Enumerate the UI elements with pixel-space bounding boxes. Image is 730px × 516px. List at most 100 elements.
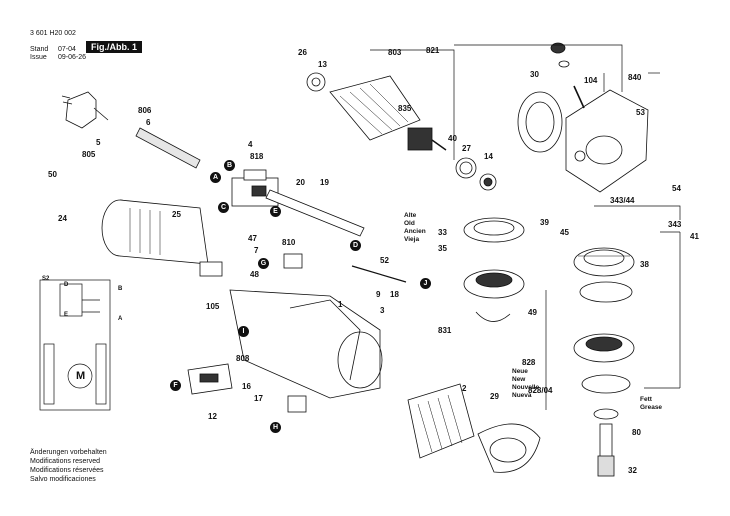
part-number-label: 3 bbox=[380, 306, 385, 315]
part-number-label: 840 bbox=[628, 73, 642, 82]
callout-letter-badge: A bbox=[210, 172, 221, 183]
part-number-label: 54 bbox=[672, 184, 681, 193]
wiring-terminal-label: S2 bbox=[42, 276, 50, 282]
bearing-flange-illustration bbox=[517, 91, 563, 153]
part-number-label: 41 bbox=[690, 232, 699, 241]
gear-housing-illustration bbox=[565, 89, 649, 193]
part-number-label: 18 bbox=[390, 290, 399, 299]
new-version-label: Nueva bbox=[512, 392, 532, 399]
new-version-label: Nouvelle bbox=[512, 384, 540, 391]
ring-27-illustration bbox=[455, 157, 477, 179]
switch-illustration bbox=[231, 169, 279, 207]
callout-letter-badge: B bbox=[224, 160, 235, 171]
part-number-label: 52 bbox=[380, 256, 389, 265]
new-version-label: New bbox=[512, 376, 526, 383]
part-number-label: 25 bbox=[172, 210, 181, 219]
old-version-label: Vieja bbox=[404, 236, 420, 243]
part-number-label: 5 bbox=[96, 138, 101, 147]
part-number-label: 33 bbox=[438, 228, 447, 237]
part-number-label: 47 bbox=[248, 234, 257, 243]
part-number-label: 12 bbox=[208, 412, 217, 421]
part-number-label: 19 bbox=[320, 178, 329, 187]
part-number-label: 4 bbox=[248, 140, 253, 149]
leader-lines bbox=[370, 44, 681, 410]
part-number-label: 7 bbox=[254, 246, 259, 255]
part-number-label: 343/44 bbox=[610, 196, 635, 205]
old-flange-illustration bbox=[463, 217, 525, 322]
gear-bearing-illustration bbox=[573, 333, 635, 363]
part-number-label: 803 bbox=[388, 48, 402, 57]
part-number-label: 805 bbox=[82, 150, 96, 159]
callout-letter-badge: G bbox=[258, 258, 269, 269]
part-number-label: 27 bbox=[462, 144, 471, 153]
callout-letter-badge: F bbox=[170, 380, 181, 391]
callout-letter-badge: H bbox=[270, 422, 281, 433]
old-version-label: Alte bbox=[404, 212, 417, 219]
issue-label: Issue bbox=[30, 54, 47, 61]
part-number-label: 818 bbox=[250, 152, 264, 161]
part-number-label: 49 bbox=[528, 308, 537, 317]
wiring-terminal-label: M bbox=[76, 370, 86, 382]
issue-value: 09-06-26 bbox=[58, 54, 87, 61]
cord-protector-illustration bbox=[135, 127, 201, 169]
part-number-label: 35 bbox=[438, 244, 447, 253]
callout-letter-badge: D bbox=[350, 240, 361, 251]
part-number-label: 50 bbox=[48, 170, 57, 179]
part-number-label: 835 bbox=[398, 104, 412, 113]
part-number-label: 32 bbox=[628, 466, 637, 475]
spindle-illustration bbox=[597, 423, 615, 477]
field-stator-illustration bbox=[101, 199, 209, 265]
footer-note-de: Änderungen vorbehalten bbox=[30, 449, 107, 456]
part-number-label: 810 bbox=[282, 238, 296, 247]
grease-label: Fett bbox=[640, 396, 652, 403]
field-coil-illustration bbox=[407, 383, 475, 459]
figure-label: Fig./Abb. 1 bbox=[86, 41, 142, 53]
wiring-terminal-label: A bbox=[118, 316, 123, 322]
plug-illustration bbox=[61, 91, 109, 129]
part-number-label: 1 bbox=[338, 300, 343, 309]
footer-note-en: Modifications reserved bbox=[30, 458, 101, 465]
callout-letter-badge: J bbox=[420, 278, 431, 289]
cable-tray-illustration bbox=[265, 189, 407, 283]
part-number-label: 30 bbox=[530, 70, 539, 79]
stand-label: Stand bbox=[30, 46, 49, 53]
part-number-label: 828 bbox=[522, 358, 536, 367]
part-number-label: 20 bbox=[296, 178, 305, 187]
part-number-label: 38 bbox=[640, 260, 649, 269]
part-number-label: 13 bbox=[318, 60, 327, 69]
switch-module-12-illustration bbox=[187, 363, 233, 395]
wiring-terminal-label: D bbox=[64, 282, 69, 288]
part-number-label: 26 bbox=[298, 48, 307, 57]
part-number-label: 17 bbox=[254, 394, 263, 403]
wiring-terminal-label: B bbox=[118, 286, 123, 292]
brush-holder-illustration bbox=[199, 253, 307, 413]
bearing-14-illustration bbox=[479, 173, 497, 191]
part-number-label: 821 bbox=[426, 46, 440, 55]
part-number-label: 80 bbox=[632, 428, 641, 437]
new-version-label: Neue bbox=[512, 368, 528, 375]
part-number-label: 2 bbox=[462, 384, 467, 393]
part-number-label: 24 bbox=[58, 214, 67, 223]
part-number-label: 40 bbox=[448, 134, 457, 143]
part-number-label: 104 bbox=[584, 76, 598, 85]
seal-ring-illustration bbox=[579, 281, 633, 420]
part-number-label: 16 bbox=[242, 382, 251, 391]
part-number-label: 806 bbox=[138, 106, 152, 115]
callout-letter-badge: E bbox=[270, 206, 281, 217]
part-number-label: 45 bbox=[560, 228, 569, 237]
part-number-label: 808 bbox=[236, 354, 250, 363]
part-number-label: 831 bbox=[438, 326, 452, 335]
old-version-label: Ancien bbox=[404, 228, 426, 235]
spindle-lock-illustration bbox=[550, 42, 585, 109]
callout-letter-badge: I bbox=[238, 326, 249, 337]
part-number-label: 39 bbox=[540, 218, 549, 227]
callout-letter-badge: C bbox=[218, 202, 229, 213]
part-number-label: 828/04 bbox=[528, 386, 553, 395]
part-number-label: 48 bbox=[250, 270, 259, 279]
bearing-13-illustration bbox=[306, 72, 326, 92]
part-number-label: 6 bbox=[146, 118, 151, 127]
grease-label: Grease bbox=[640, 404, 663, 411]
footer-note-fr: Modifications réservées bbox=[30, 467, 104, 474]
